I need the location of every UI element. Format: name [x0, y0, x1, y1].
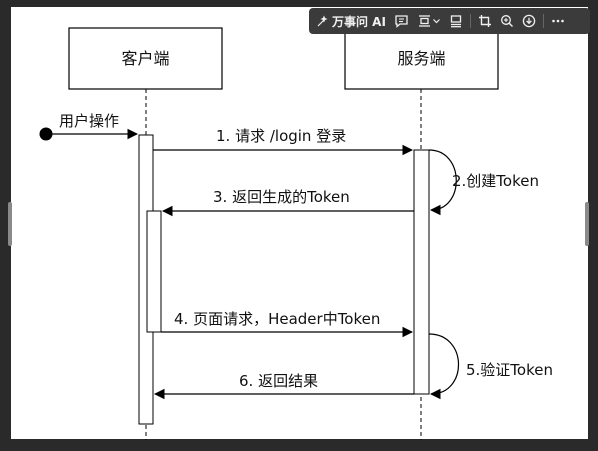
- message-2-label: 2.创建Token: [452, 172, 539, 190]
- server-activation-bar: [413, 149, 430, 395]
- align-dropdown-button[interactable]: [414, 10, 444, 32]
- chevron-down-icon: [432, 17, 441, 25]
- message-5-label: 5.验证Token: [466, 361, 553, 379]
- ai-sparkle-icon: [316, 14, 329, 28]
- message-5-arrow: [428, 333, 460, 400]
- download-button[interactable]: [519, 10, 539, 32]
- zoom-in-button[interactable]: [497, 10, 517, 32]
- start-label: 用户操作: [59, 112, 119, 130]
- more-button[interactable]: [548, 10, 568, 32]
- download-icon: [522, 14, 536, 28]
- crop-icon: [478, 14, 492, 28]
- message-4-label: 4. 页面请求，Header中Token: [174, 310, 380, 328]
- toolbar-divider: [469, 14, 471, 28]
- participant-client-label: 客户端: [121, 49, 169, 68]
- participant-server-label: 服务端: [397, 49, 445, 68]
- message-1-label: 1. 请求 /login 登录: [216, 127, 346, 145]
- participant-client-box: [68, 27, 223, 90]
- start-node: [39, 127, 53, 141]
- message-6-label: 6. 返回结果: [239, 372, 318, 390]
- message-3-label: 3. 返回生成的Token: [213, 188, 350, 206]
- toolbar-divider: [542, 14, 544, 28]
- comment-icon: [394, 14, 409, 28]
- client-nested-activation-bar: [146, 210, 162, 333]
- zoom-in-icon: [500, 14, 514, 28]
- more-icon: [551, 14, 565, 28]
- left-resize-handle[interactable]: [8, 202, 12, 246]
- comment-button[interactable]: [391, 10, 412, 32]
- layout-button[interactable]: [446, 10, 466, 32]
- participant-server-box: [344, 27, 499, 90]
- ask-ai-button[interactable]: 万事问 AI: [313, 10, 389, 32]
- ask-ai-label: 万事问 AI: [332, 14, 386, 29]
- crop-button[interactable]: [475, 10, 495, 32]
- image-toolbar: 万事问 AI: [309, 8, 590, 34]
- layout-icon: [449, 14, 463, 28]
- align-icon: [417, 14, 432, 28]
- right-resize-handle[interactable]: [585, 202, 589, 246]
- message-2-arrow: [428, 149, 457, 216]
